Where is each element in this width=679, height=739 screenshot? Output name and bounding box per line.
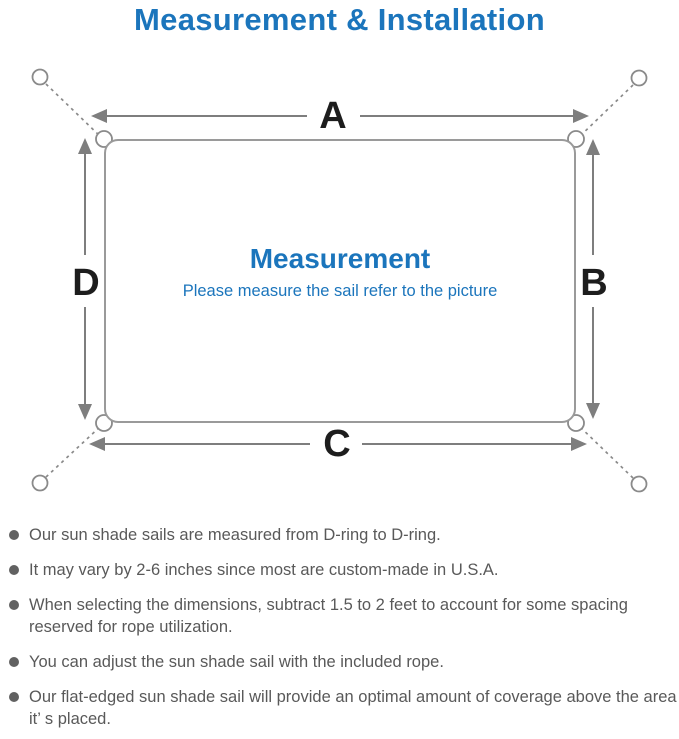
arrow-b-down-icon <box>586 403 600 419</box>
page-title: Measurement & Installation <box>134 2 545 37</box>
dim-label-d: D <box>72 262 99 304</box>
rope-bottom-left <box>45 423 104 478</box>
rope-top-left <box>45 83 104 140</box>
note-item: It may vary by 2-6 inches since most are… <box>0 559 679 581</box>
d-ring-top-left-icon <box>95 130 113 148</box>
d-ring-top-right-icon <box>567 130 585 148</box>
sail-outline <box>104 139 576 423</box>
anchor-top-right-icon <box>630 69 648 87</box>
bullet-icon <box>9 565 19 575</box>
note-item: Our sun shade sails are measured from D-… <box>0 524 679 546</box>
dim-label-a: A <box>319 95 346 137</box>
note-text: It may vary by 2-6 inches since most are… <box>29 561 499 579</box>
corner-rope-lines <box>45 83 634 479</box>
arrow-a-left-icon <box>91 109 107 123</box>
dim-label-b: B <box>580 262 607 304</box>
dim-label-c: C <box>323 423 350 465</box>
rope-bottom-right <box>576 423 634 479</box>
note-text: Our flat-edged sun shade sail will provi… <box>29 688 677 728</box>
note-item: Our flat-edged sun shade sail will provi… <box>0 686 679 730</box>
arrow-c-right-icon <box>571 437 587 451</box>
note-text: Our sun shade sails are measured from D-… <box>29 526 441 544</box>
d-ring-bottom-right-icon <box>567 414 585 432</box>
note-item: You can adjust the sun shade sail with t… <box>0 651 679 673</box>
d-ring-bottom-left-icon <box>95 414 113 432</box>
arrow-b-up-icon <box>586 139 600 155</box>
rope-top-right <box>576 84 634 140</box>
anchor-top-left-icon <box>31 68 49 86</box>
note-text: When selecting the dimensions, subtract … <box>29 596 628 636</box>
bullet-icon <box>9 657 19 667</box>
anchor-points <box>31 68 648 493</box>
arrow-d-up-icon <box>78 138 92 154</box>
d-rings <box>95 130 585 432</box>
anchor-bottom-right-icon <box>630 475 648 493</box>
note-text: You can adjust the sun shade sail with t… <box>29 653 444 671</box>
arrow-c-left-icon <box>89 437 105 451</box>
note-item: When selecting the dimensions, subtract … <box>0 594 679 638</box>
bullet-icon <box>9 600 19 610</box>
dimension-lines <box>84 115 594 445</box>
arrow-a-right-icon <box>573 109 589 123</box>
measurement-notes-list: Our sun shade sails are measured from D-… <box>0 524 679 739</box>
dimension-arrowheads <box>78 109 600 451</box>
anchor-bottom-left-icon <box>31 474 49 492</box>
arrow-d-down-icon <box>78 404 92 420</box>
bullet-icon <box>9 530 19 540</box>
bullet-icon <box>9 692 19 702</box>
